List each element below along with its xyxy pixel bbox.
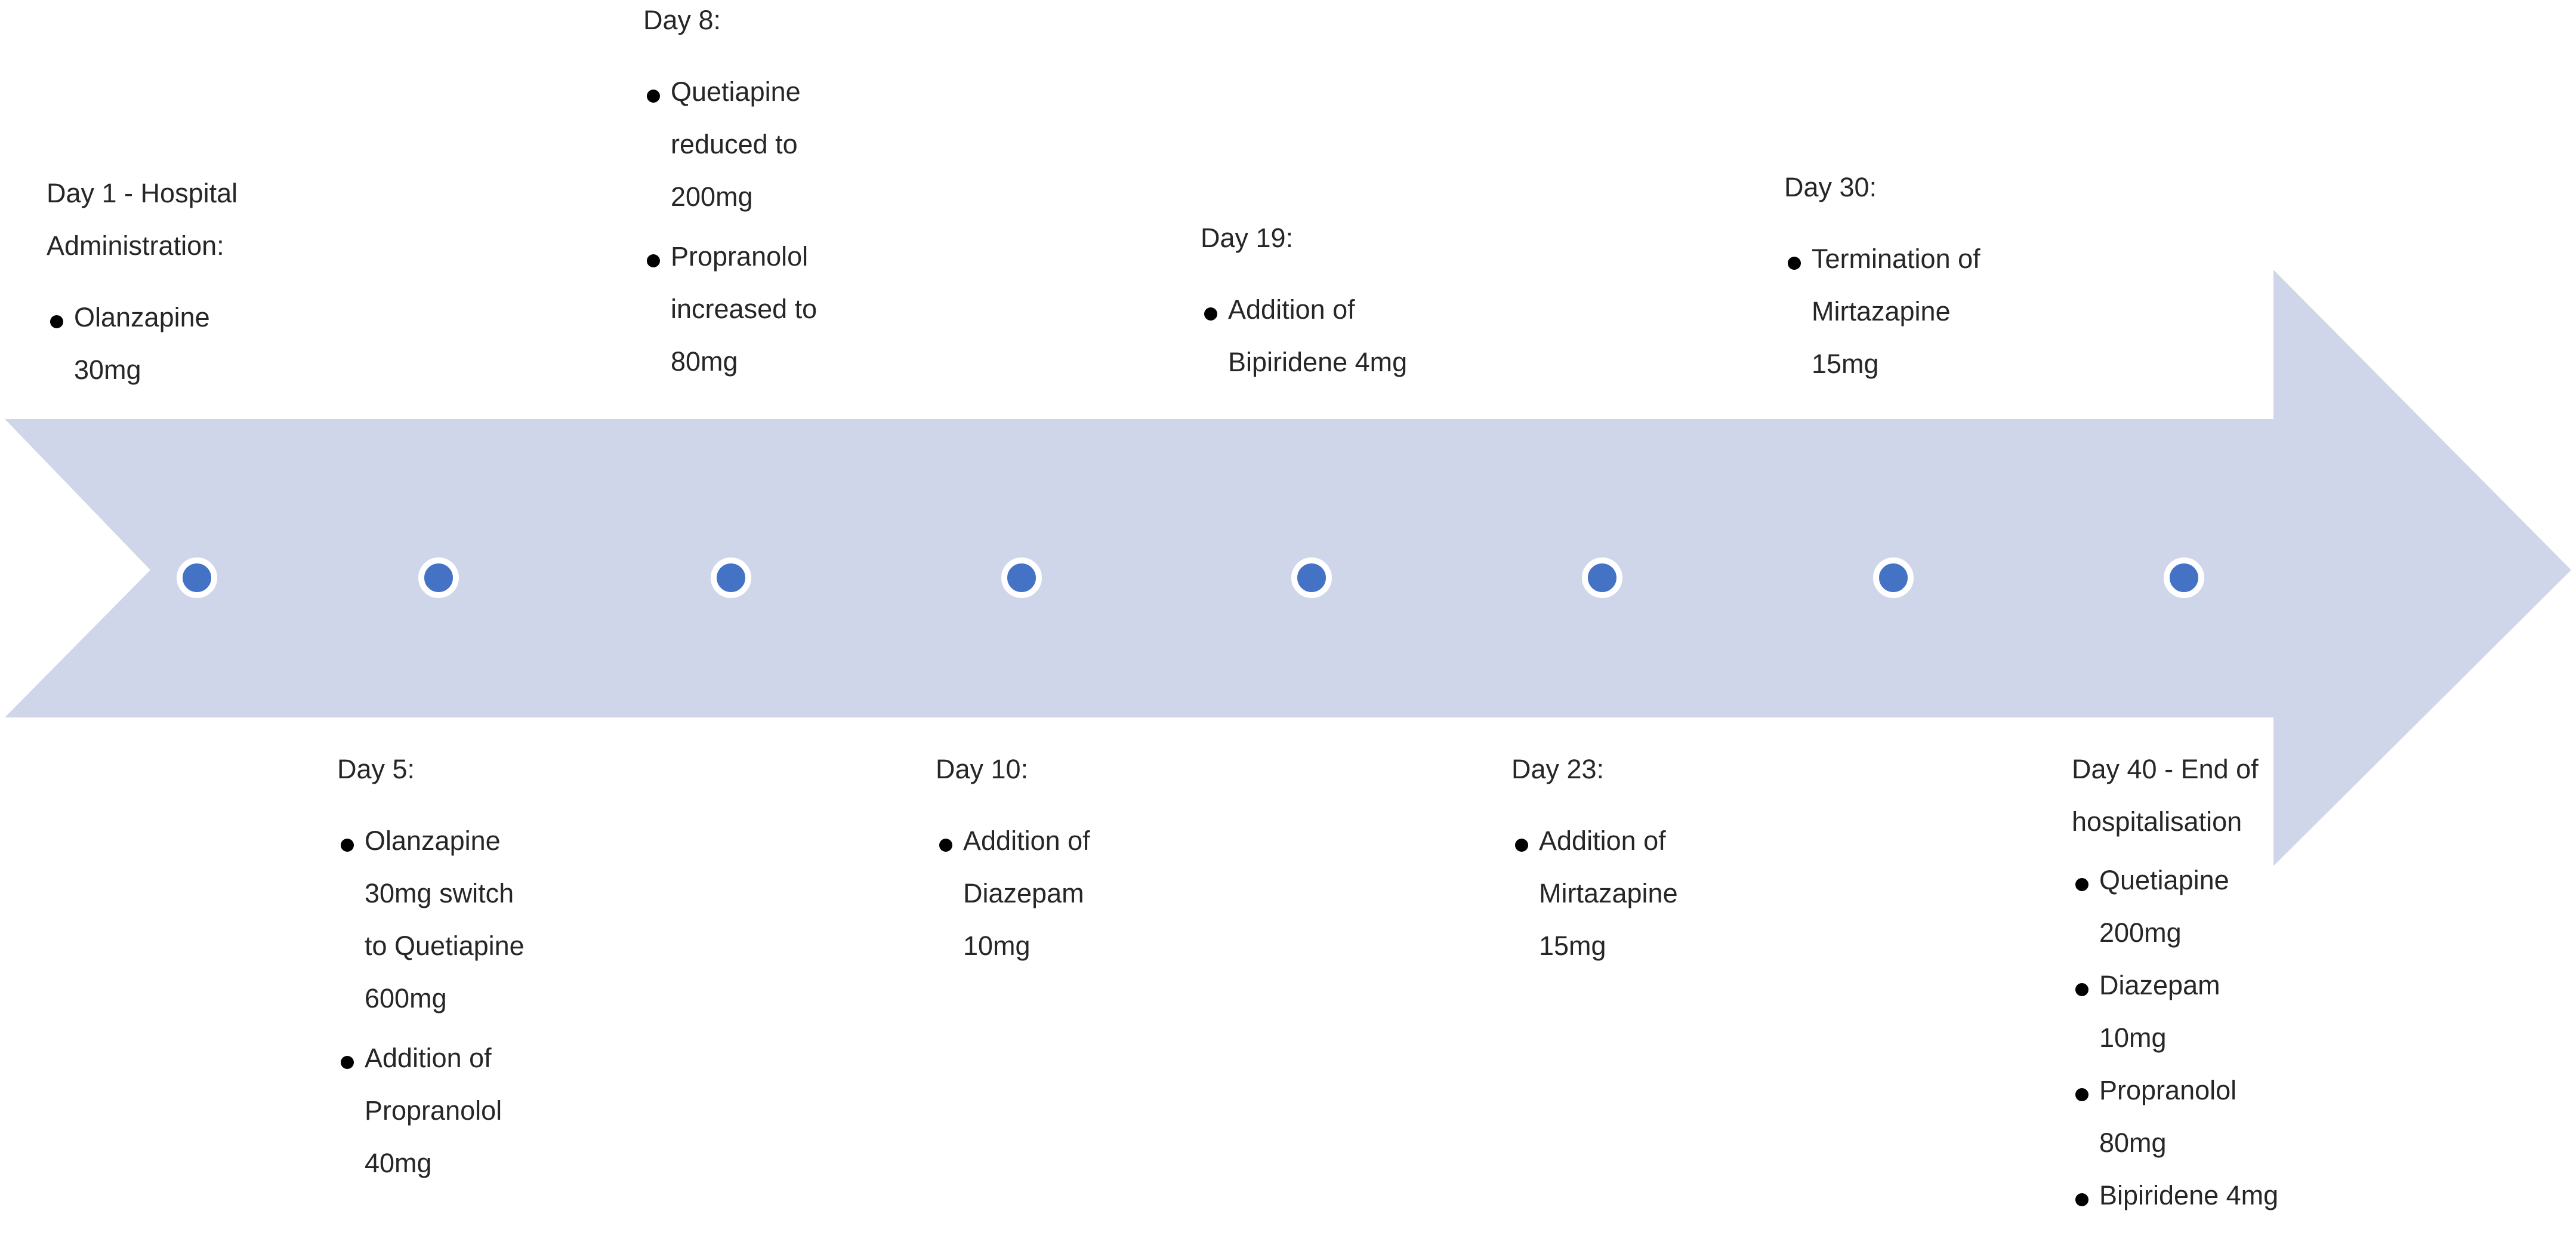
event-items: Addition of Mirtazapine 15mg (1511, 815, 1750, 972)
bullet-icon (341, 839, 354, 852)
timeline-dot (1001, 557, 1042, 598)
event-item: Quetiapine reduced to 200mg (643, 66, 882, 223)
arrow-shape (5, 270, 2571, 866)
event-item-text: Olanzapine 30mg switch to Quetiapine 600… (365, 825, 525, 1013)
event-day-10: Day 10: Addition of Diazepam 10mg (936, 743, 1174, 979)
event-items: Olanzapine 30mg (47, 291, 285, 396)
bullet-icon (647, 254, 660, 267)
event-item: Addition of Bipiridene 4mg (1201, 284, 1439, 389)
bullet-icon (939, 839, 952, 852)
event-item-text: Bipiridene 4mg (2099, 1180, 2279, 1210)
event-heading: Day 23: (1511, 754, 1605, 784)
event-item-text: Diazepam 10mg (2099, 970, 2220, 1053)
bullet-icon (647, 90, 660, 103)
event-heading: Day 5: (337, 754, 415, 784)
timeline-dots (177, 557, 2204, 598)
event-items: Quetiapine 200mg Diazepam 10mg Propranol… (2072, 854, 2310, 1222)
event-item: Bipiridene 4mg (2072, 1169, 2310, 1222)
event-item: Propranolol 80mg (2072, 1064, 2310, 1169)
event-item: Propranolol increased to 80mg (643, 230, 882, 388)
event-items: Olanzapine 30mg switch to Quetiapine 600… (337, 815, 576, 1190)
event-day-30: Day 30: Termination of Mirtazapine 15mg (1784, 161, 2023, 398)
event-item-text: Addition of Propranolol 40mg (365, 1043, 502, 1178)
bullet-icon (1788, 257, 1801, 270)
bullet-icon (2075, 1193, 2088, 1206)
event-item-text: Propranolol 80mg (2099, 1075, 2237, 1158)
event-items: Termination of Mirtazapine 15mg (1784, 233, 2023, 390)
event-item-text: Addition of Diazepam 10mg (963, 825, 1090, 961)
event-item: Quetiapine 200mg (2072, 854, 2310, 959)
event-item: Diazepam 10mg (2072, 959, 2310, 1064)
event-item-text: Quetiapine reduced to 200mg (671, 76, 801, 212)
event-item: Addition of Propranolol 40mg (337, 1032, 576, 1190)
event-item: Olanzapine 30mg (47, 291, 285, 396)
event-item-text: Addition of Bipiridene 4mg (1228, 294, 1408, 377)
event-item-text: Quetiapine 200mg (2099, 865, 2229, 948)
timeline-dot (177, 557, 217, 598)
bullet-icon (2075, 983, 2088, 996)
timeline-dot (1291, 557, 1332, 598)
event-items: Quetiapine reduced to 200mg Propranolol … (643, 66, 882, 388)
event-day-1: Day 1 - Hospital Administration: Olanzap… (47, 167, 285, 403)
event-item-text: Olanzapine 30mg (74, 302, 210, 385)
event-heading: Day 8: (643, 5, 721, 35)
bullet-icon (1204, 307, 1217, 321)
bullet-icon (1515, 839, 1528, 852)
bullet-icon (2075, 1088, 2088, 1101)
event-heading: Day 30: (1784, 172, 1877, 202)
bullet-icon (341, 1056, 354, 1069)
event-heading: Day 10: (936, 754, 1029, 784)
timeline-dot (1582, 557, 1622, 598)
event-heading: Day 19: (1201, 223, 1294, 253)
bullet-icon (2075, 878, 2088, 891)
event-item: Olanzapine 30mg switch to Quetiapine 600… (337, 815, 576, 1025)
event-day-5: Day 5: Olanzapine 30mg switch to Quetiap… (337, 743, 576, 1197)
event-day-40: Day 40 - End of hospitalisation Quetiapi… (2072, 743, 2310, 1222)
event-day-19: Day 19: Addition of Bipiridene 4mg (1201, 212, 1439, 396)
event-item: Addition of Diazepam 10mg (936, 815, 1174, 972)
timeline-dot (711, 557, 751, 598)
event-day-8: Day 8: Quetiapine reduced to 200mg Propr… (643, 0, 882, 395)
event-item-text: Propranolol increased to 80mg (671, 241, 817, 377)
timeline-dot (2164, 557, 2204, 598)
event-heading: Day 1 - Hospital Administration: (47, 178, 238, 261)
event-day-23: Day 23: Addition of Mirtazapine 15mg (1511, 743, 1750, 979)
event-heading: Day 40 - End of hospitalisation (2072, 754, 2259, 837)
timeline-dot (418, 557, 459, 598)
bullet-icon (50, 315, 63, 328)
event-items: Addition of Bipiridene 4mg (1201, 284, 1439, 389)
event-item: Termination of Mirtazapine 15mg (1784, 233, 2023, 390)
event-item: Addition of Mirtazapine 15mg (1511, 815, 1750, 972)
event-item-text: Addition of Mirtazapine 15mg (1539, 825, 1678, 961)
timeline-dot (1873, 557, 1914, 598)
event-item-text: Termination of Mirtazapine 15mg (1812, 244, 1980, 379)
event-items: Addition of Diazepam 10mg (936, 815, 1174, 972)
